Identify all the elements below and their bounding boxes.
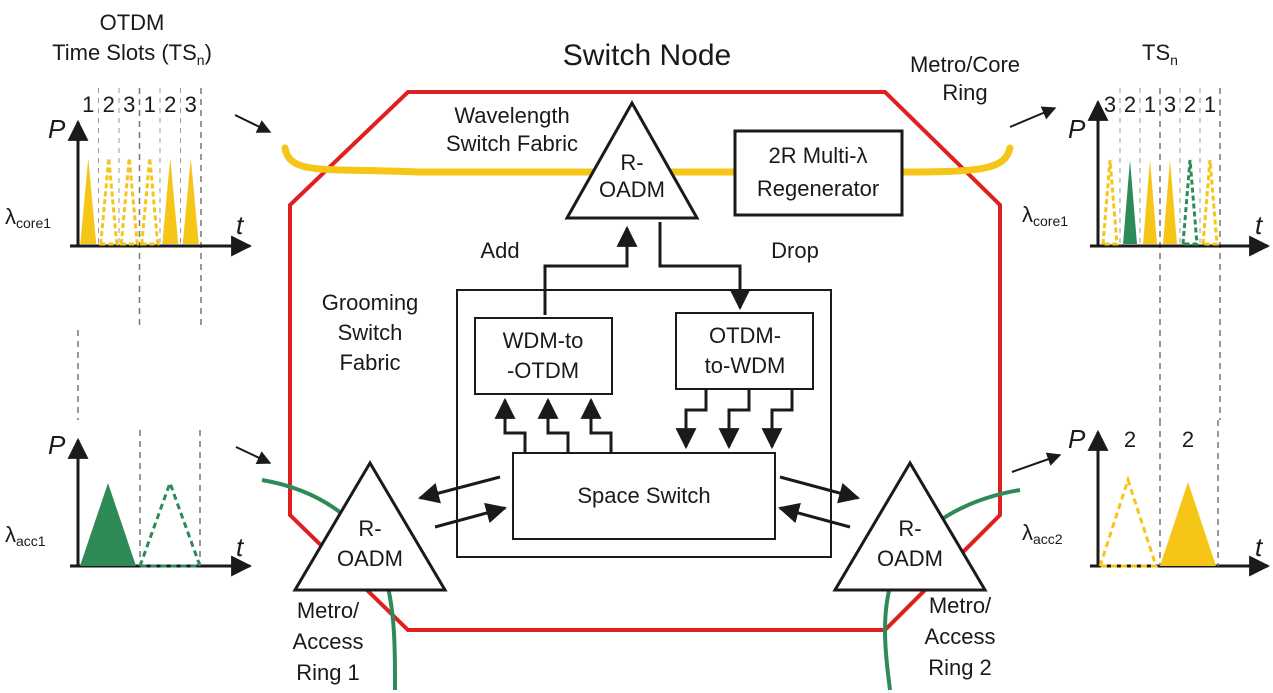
left-panel-title-1: OTDM <box>100 10 165 35</box>
roadm-left-label-2: OADM <box>337 546 403 571</box>
left-slot-label: 2 <box>164 92 176 117</box>
left-acc-pulse-dashed <box>137 478 203 568</box>
right-acc-pulse-dashed <box>1097 475 1159 568</box>
left-core-p: P <box>48 114 66 144</box>
left-acc-p: P <box>48 430 66 460</box>
otdm-to-wdm-label-2: to-WDM <box>705 353 786 378</box>
regenerator-box <box>733 129 904 217</box>
right-slot-label: 1 <box>1204 92 1216 117</box>
right-core-p: P <box>1068 114 1086 144</box>
add-path <box>543 225 638 315</box>
left-core-t: t <box>236 210 245 240</box>
left-slot-label: 3 <box>123 92 135 117</box>
right-core-pulse <box>1201 159 1219 246</box>
grooming-label-2: Switch <box>338 320 403 345</box>
right-slot-label: 3 <box>1164 92 1176 117</box>
diagram-title: Switch Node <box>563 39 731 72</box>
from-otdm-wdm-arrows <box>675 389 794 450</box>
access2-label-3: Ring 2 <box>928 655 992 680</box>
grooming-fabric-box <box>456 289 832 558</box>
right-core-pulse <box>1163 160 1177 244</box>
right-core-pulses <box>1101 159 1219 246</box>
right-dashed-guides <box>1119 88 1221 420</box>
left-core-pulse <box>162 158 179 244</box>
right-slot-label: 2 <box>1124 92 1136 117</box>
metro-core-ring <box>281 144 1014 176</box>
grooming-label-3: Fabric <box>339 350 400 375</box>
right-slot-label: 3 <box>1104 92 1116 117</box>
left-acc-pulse-solid <box>80 483 136 566</box>
roadm-switch-arrows <box>417 475 861 529</box>
access1-label-3: Ring 1 <box>296 660 360 685</box>
drop-label: Drop <box>771 238 819 263</box>
wdm-to-otdm-label-1: WDM-to <box>503 328 584 353</box>
otdm-to-wdm-label-1: OTDM- <box>709 323 781 348</box>
otdm-to-wdm-box <box>675 312 814 390</box>
right-core-pulse <box>1143 160 1157 244</box>
right-acc-lambda: λacc2 <box>1022 520 1063 547</box>
right-slot-label: 2 <box>1184 92 1196 117</box>
access2-label-1: Metro/ <box>929 593 992 618</box>
right-core-pulse <box>1101 159 1119 246</box>
space-switch-label: Space Switch <box>577 483 710 508</box>
metro-core-label-1: Metro/Core <box>910 52 1020 77</box>
roadm-right-label-2: OADM <box>877 546 943 571</box>
left-panel-title-2: Time Slots (TSn) <box>52 40 212 68</box>
right-core-pulse <box>1181 159 1199 246</box>
left-dashed-guides <box>77 88 202 420</box>
access1-label-2: Access <box>293 629 364 654</box>
left-core-pulses <box>80 157 199 246</box>
right-core-t: t <box>1255 210 1264 240</box>
roadm-right-label-1: R- <box>898 516 921 541</box>
right-slot-label: 1 <box>1144 92 1156 117</box>
wdm-to-otdm-box <box>474 317 613 395</box>
space-switch-box <box>512 452 776 540</box>
right-acc-p: P <box>1068 424 1086 454</box>
right-acc-slot-label-1: 2 <box>1124 427 1136 452</box>
left-core-pulse <box>119 157 139 246</box>
right-core-lambda: λcore1 <box>1022 202 1068 229</box>
left-acc-t: t <box>236 532 245 562</box>
left-slot-label: 3 <box>185 92 197 117</box>
left-slot-label: 2 <box>103 92 115 117</box>
roadm-right <box>832 460 988 592</box>
left-core-pulse <box>99 157 119 246</box>
access1-label-1: Metro/ <box>297 598 360 623</box>
right-acc-slot-label-2: 2 <box>1182 427 1194 452</box>
add-label: Add <box>480 238 519 263</box>
left-slot-label: 1 <box>82 92 94 117</box>
roadm-left-label-1: R- <box>358 516 381 541</box>
wavelength-label-2: Switch Fabric <box>446 131 578 156</box>
left-core-lambda: λcore1 <box>5 204 51 231</box>
left-core-pulse <box>140 157 160 246</box>
to-wdm-otdm-arrows <box>494 397 613 453</box>
roadm-left <box>292 460 448 592</box>
roadm-top-label-1: R- <box>620 150 643 175</box>
right-core-pulse <box>1123 160 1137 244</box>
metro-core-label-2: Ring <box>942 80 987 105</box>
left-core-pulse <box>182 158 199 244</box>
left-core-pulse <box>80 158 97 244</box>
right-panel-title: TSn <box>1142 40 1178 68</box>
regenerator-label-2: Regenerator <box>757 176 879 201</box>
regenerator-label-1: 2R Multi-λ <box>768 143 867 168</box>
left-slot-label: 1 <box>144 92 156 117</box>
left-acc-lambda: λacc1 <box>5 522 46 549</box>
right-acc-t: t <box>1255 532 1264 562</box>
roadm-top-label-2: OADM <box>599 177 665 202</box>
roadm-top <box>564 99 700 220</box>
grooming-label-1: Grooming <box>322 290 419 315</box>
wavelength-label-1: Wavelength <box>454 103 569 128</box>
right-acc-pulse-solid <box>1160 482 1216 566</box>
access2-label-2: Access <box>925 624 996 649</box>
drop-path <box>658 222 751 311</box>
panel-pointer-arrows <box>234 106 1062 473</box>
wdm-to-otdm-label-2: -OTDM <box>507 358 579 383</box>
